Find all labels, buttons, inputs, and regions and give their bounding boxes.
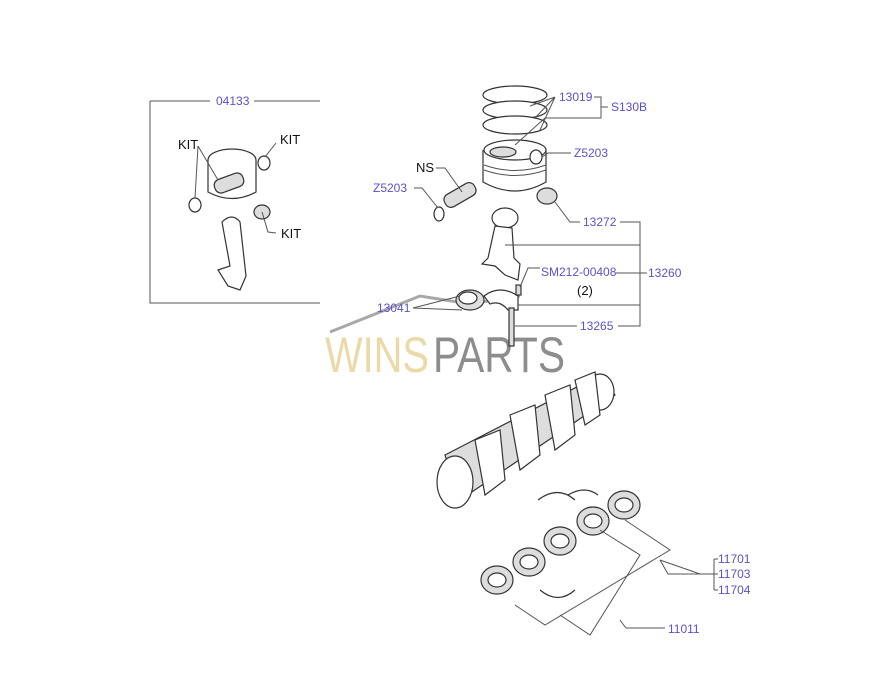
part-label-13260[interactable]: 13260 bbox=[648, 266, 682, 280]
part-label-04133[interactable]: 04133 bbox=[216, 94, 250, 108]
note-ns: NS bbox=[416, 160, 434, 175]
snap-ring-icon bbox=[433, 206, 445, 222]
watermark-text-1: WINS bbox=[325, 327, 429, 383]
piston-assembly bbox=[433, 85, 558, 347]
inset-snap-ring-icon bbox=[188, 197, 202, 213]
watermark: WINS PARTS bbox=[325, 294, 565, 383]
inset-conrod-icon bbox=[217, 216, 247, 291]
part-label-11011[interactable]: 11011 bbox=[668, 622, 700, 636]
kit-label: KIT bbox=[280, 132, 300, 147]
bushing-icon bbox=[536, 187, 558, 205]
part-label-s130b[interactable]: S130B bbox=[611, 100, 647, 114]
leader-lines bbox=[412, 96, 647, 327]
part-label-13041[interactable]: 13041 bbox=[377, 301, 411, 315]
watermark-text-2: PARTS bbox=[433, 327, 565, 383]
inset-kit-box: 04133 KIT KIT KIT bbox=[149, 94, 320, 304]
conrod-cap-icon bbox=[483, 289, 519, 311]
kit-label: KIT bbox=[281, 226, 301, 241]
inset-pin-icon bbox=[213, 172, 245, 194]
part-label-13019[interactable]: 13019 bbox=[559, 90, 593, 104]
part-label-sm212-00408[interactable]: SM212-00408 bbox=[541, 265, 617, 279]
piston-pin-icon bbox=[443, 182, 477, 208]
part-label-z5203-left[interactable]: Z5203 bbox=[373, 181, 407, 195]
kit-label: KIT bbox=[178, 137, 198, 152]
part-label-11704[interactable]: 11704 bbox=[718, 583, 751, 597]
part-label-z5203-right[interactable]: Z5203 bbox=[574, 146, 608, 160]
conrod-icon bbox=[480, 225, 521, 281]
quantity-label: (2) bbox=[577, 283, 593, 298]
part-label-13265[interactable]: 13265 bbox=[580, 319, 614, 333]
part-label-13272[interactable]: 13272 bbox=[583, 215, 617, 229]
leader-lines bbox=[619, 619, 665, 629]
main-bearings bbox=[480, 489, 701, 636]
snap-ring-icon bbox=[529, 149, 543, 165]
inset-snap-ring-icon bbox=[257, 155, 271, 171]
crankshaft-icon bbox=[436, 371, 616, 509]
rod-bolt-icon bbox=[508, 307, 515, 347]
rod-nut-icon bbox=[515, 284, 522, 296]
part-label-11703[interactable]: 11703 bbox=[718, 567, 751, 581]
leader-lines bbox=[659, 558, 718, 591]
conrod-small-end-icon bbox=[491, 207, 519, 229]
piston-ring-icon bbox=[482, 115, 548, 135]
part-label-11701[interactable]: 11701 bbox=[718, 552, 751, 566]
